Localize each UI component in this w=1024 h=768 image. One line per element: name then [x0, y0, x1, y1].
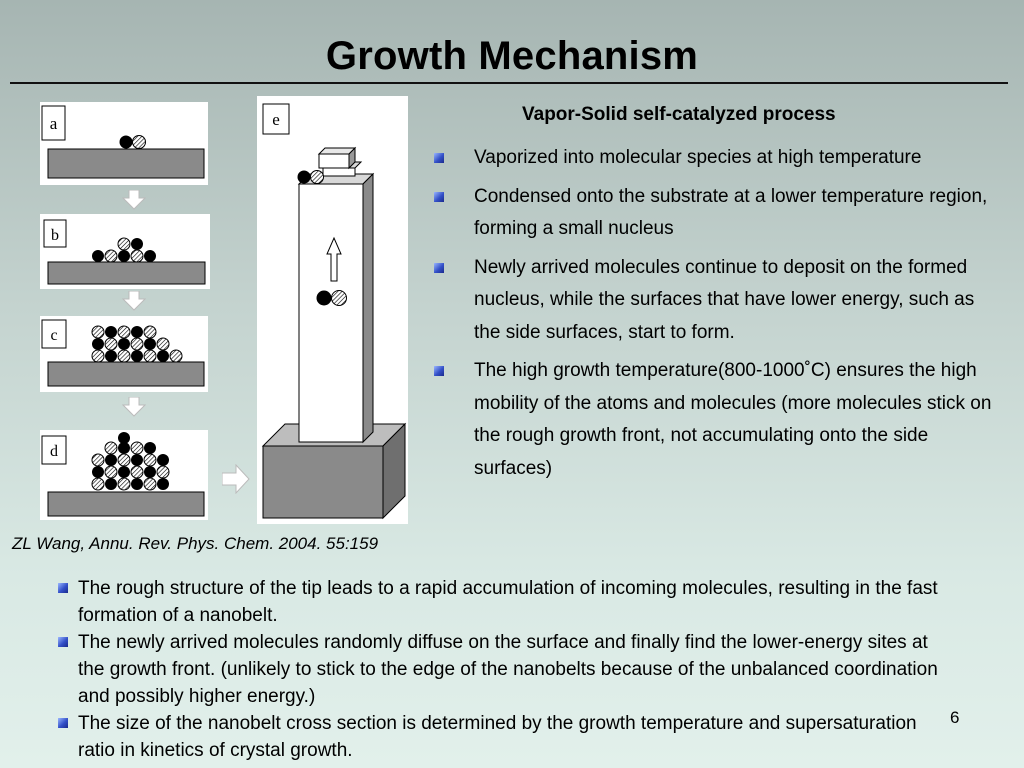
bullet-icon [434, 153, 444, 163]
panel-label-b: b [51, 227, 59, 244]
page-number: 6 [950, 708, 960, 727]
list-item: Condensed onto the substrate at a lower … [434, 181, 994, 246]
figure-panel-a: a [40, 102, 208, 185]
section-heading: Vapor-Solid self-catalyzed process [522, 104, 836, 125]
title-divider [10, 82, 1008, 84]
figure-panel-e: e [257, 96, 408, 524]
list-item: The size of the nanobelt cross section i… [58, 710, 958, 764]
list-item: The rough structure of the tip leads to … [58, 575, 958, 629]
bullet-icon [58, 637, 68, 647]
molecules-c [91, 325, 183, 363]
bullet-icon [434, 262, 444, 273]
arrow-right-icon [222, 464, 250, 494]
figure-panel-b: b [40, 214, 210, 289]
panel-label-d: d [50, 443, 58, 460]
nanobelt-column [297, 172, 375, 444]
list-item: The newly arrived molecules randomly dif… [58, 629, 958, 710]
substrate-c [47, 361, 205, 387]
substrate-b [47, 261, 206, 285]
list-item: Vaporized into molecular species at high… [434, 142, 994, 175]
panel-label-e: e [272, 110, 280, 129]
molecules-e-incoming [316, 290, 347, 306]
arrow-down-icon [122, 190, 146, 210]
figure-citation: ZL Wang, Annu. Rev. Phys. Chem. 2004. 55… [12, 534, 379, 553]
bottom-bullet-list: The rough structure of the tip leads to … [58, 575, 958, 764]
bullet-icon [58, 718, 68, 728]
molecules-e-top [297, 170, 324, 184]
figure-panel-d: d [40, 430, 208, 520]
bullet-icon [434, 366, 444, 376]
panel-label-a: a [50, 114, 58, 133]
molecules-b [92, 237, 156, 263]
figure-panel-c: c [40, 316, 208, 392]
arrow-down-icon [122, 397, 146, 417]
molecules-d [91, 432, 170, 491]
bullet-icon [58, 583, 68, 593]
list-item: Newly arrived molecules continue to depo… [434, 252, 994, 350]
substrate-a [47, 148, 205, 179]
bullet-icon [434, 191, 444, 202]
molecules-a [119, 135, 146, 149]
right-bullet-list: Vaporized into molecular species at high… [434, 142, 994, 491]
slide-title: Growth Mechanism [325, 34, 699, 78]
arrow-up-icon [326, 236, 342, 282]
list-item: The high growth temperature(800-1000˚C) … [434, 355, 994, 485]
growth-cap [317, 146, 363, 177]
panel-label-c: c [50, 327, 57, 344]
arrow-down-icon [122, 291, 146, 311]
substrate-d [47, 491, 205, 517]
